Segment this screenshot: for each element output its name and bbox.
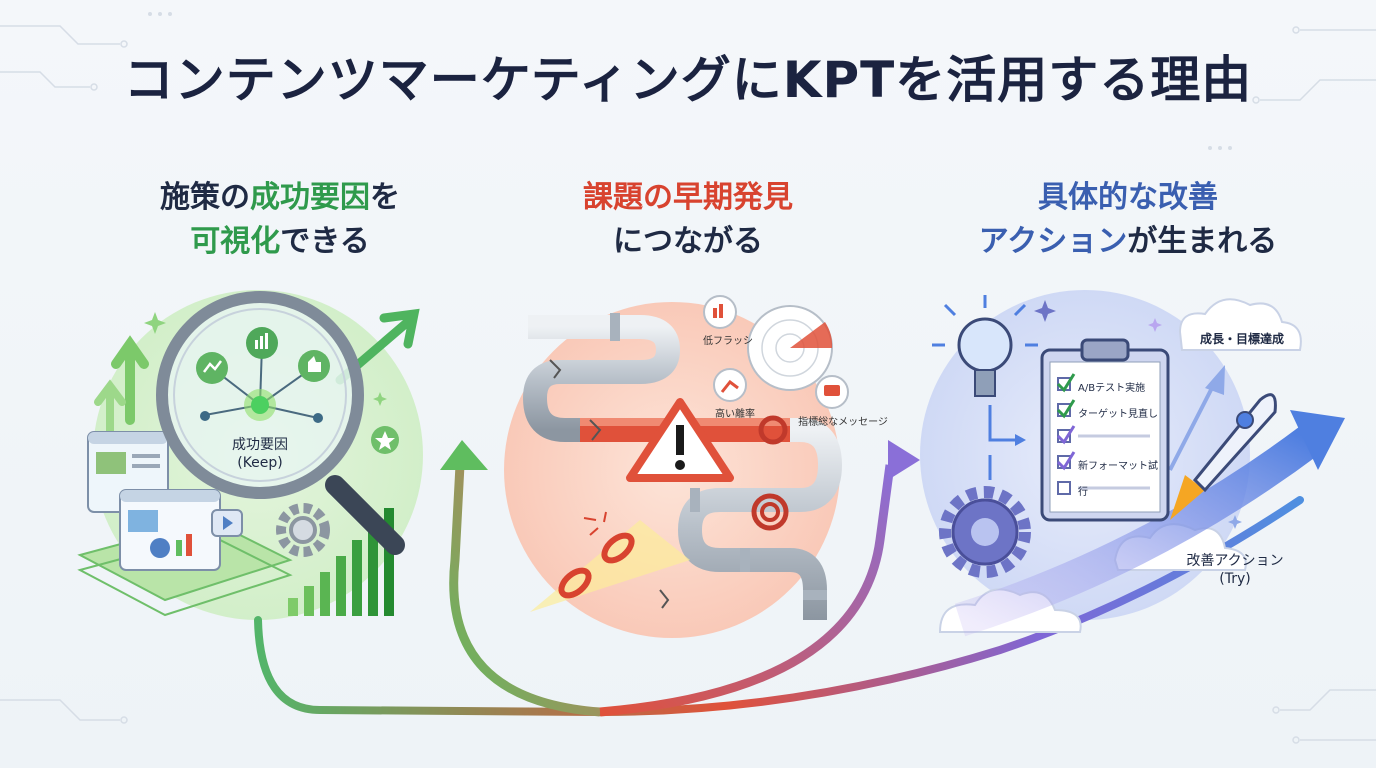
keep-illustration [77, 291, 420, 617]
problem-tag-3: 指標総なメッセージ [798, 417, 888, 428]
heading-try-post: が生まれる [1127, 224, 1278, 259]
heading-try: 具体的な改善 アクションが生まれる [918, 176, 1338, 264]
keep-to-problem-arrow [449, 464, 601, 717]
keep-center-title: 成功要因 [232, 437, 288, 453]
problem-tag-2: 高い離率 [715, 409, 755, 420]
heading-problem-post: につながる [613, 224, 763, 259]
heading-keep-pre: 施策の [160, 180, 250, 215]
heading-keep: 施策の成功要因を 可視化できる [80, 176, 480, 264]
checklist-item: 新フォーマット試行 [1078, 461, 1158, 498]
try-checklist: A/Bテスト実施 ターゲット見直し 新フォーマット試行 [1078, 376, 1164, 506]
heading-problem-hl: 課題の早期発見 [583, 180, 793, 215]
heading-keep-hl2: 可視化 [190, 224, 281, 259]
problem-to-try-arrow [599, 464, 895, 717]
keep-center-label: 成功要因 (Keep) [200, 436, 320, 472]
problem-tag-1: 低フラッシ [703, 336, 753, 347]
page-title: コンテンツマーケティングにKPTを活用する理由 [123, 51, 1253, 109]
try-cloud-label: 成長・目標達成 [1199, 332, 1284, 346]
problem-illustration [522, 295, 849, 620]
try-illustration [932, 295, 1345, 637]
checklist-item: A/Bテスト実施 [1078, 383, 1146, 394]
heading-try-hl: 具体的な改善 [1038, 180, 1218, 215]
keep-center-sub: (Keep) [237, 455, 283, 471]
heading-keep-post: できる [280, 224, 370, 259]
try-action-title: 改善アクション [1186, 553, 1284, 569]
heading-problem: 課題の早期発見 につながる [478, 176, 898, 264]
checklist-item: ターゲット見直し [1078, 409, 1158, 420]
heading-keep-mid: を [370, 180, 400, 215]
try-action-sub: (Try) [1219, 571, 1251, 587]
heading-keep-hl: 成功要因 [250, 180, 370, 215]
checklist-item [1078, 428, 1164, 454]
try-action-label: 改善アクション (Try) [1170, 552, 1300, 588]
flow-curve [254, 496, 1304, 717]
heading-try-hl2: アクション [978, 224, 1128, 259]
